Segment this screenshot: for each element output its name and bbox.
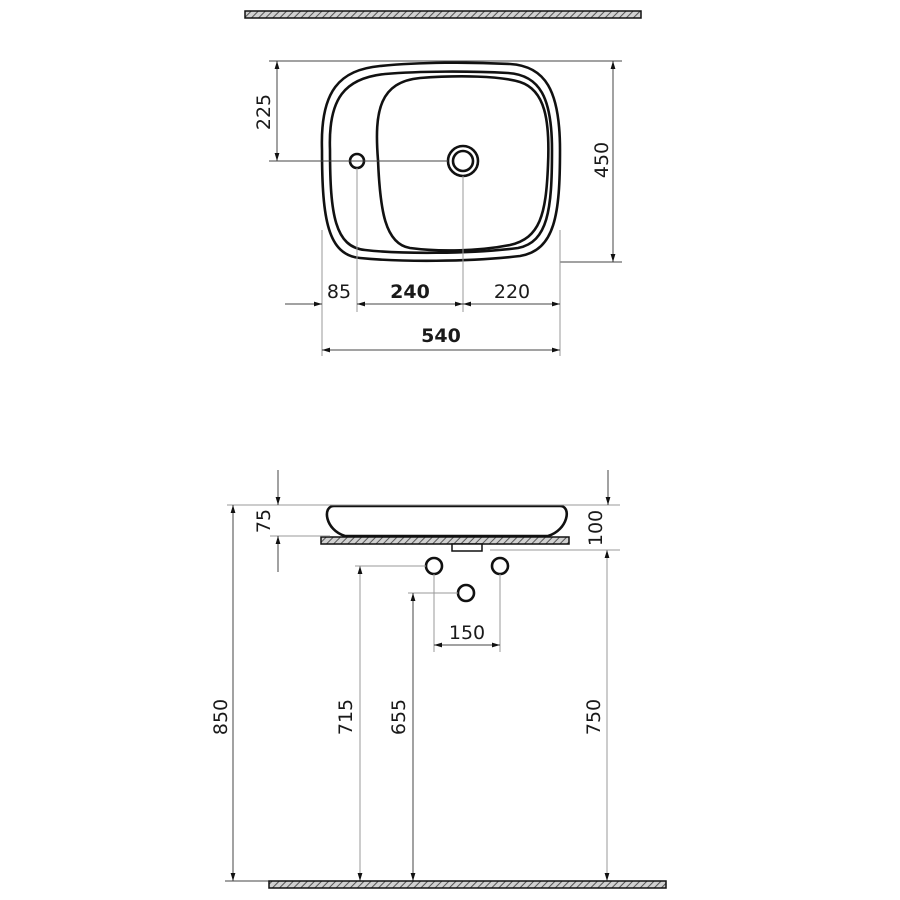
dim-240: 240 — [390, 281, 430, 303]
wall-hatch-top — [244, 10, 642, 19]
countertop-hatch — [320, 536, 570, 545]
dim-715: 715 — [335, 699, 357, 735]
dim-450: 450 — [591, 142, 613, 178]
floor-hatch — [268, 880, 667, 889]
top-view: 225 450 85 240 220 540 — [253, 60, 622, 356]
dim-750: 750 — [583, 699, 605, 735]
dim-850: 850 — [210, 699, 232, 735]
dim-220: 220 — [494, 281, 530, 303]
dim-100: 100 — [585, 510, 607, 546]
dim-75: 75 — [253, 509, 275, 533]
waste-pipe — [456, 583, 476, 603]
supply-pipe-left — [424, 556, 444, 576]
dim-225: 225 — [253, 94, 275, 130]
dim-150: 150 — [449, 622, 485, 644]
dim-655: 655 — [388, 699, 410, 735]
drain-inner — [451, 149, 475, 173]
dim-540: 540 — [421, 325, 461, 347]
dim-85: 85 — [327, 281, 351, 303]
supply-pipe-right — [490, 556, 510, 576]
basin-bowl — [375, 75, 550, 252]
basin-inner-rim — [328, 70, 554, 255]
side-view: 75 100 150 850 715 655 750 — [210, 470, 667, 889]
basin-outer-rim — [320, 61, 562, 263]
basin-side-profile — [325, 504, 569, 538]
drain-stub — [451, 543, 483, 552]
